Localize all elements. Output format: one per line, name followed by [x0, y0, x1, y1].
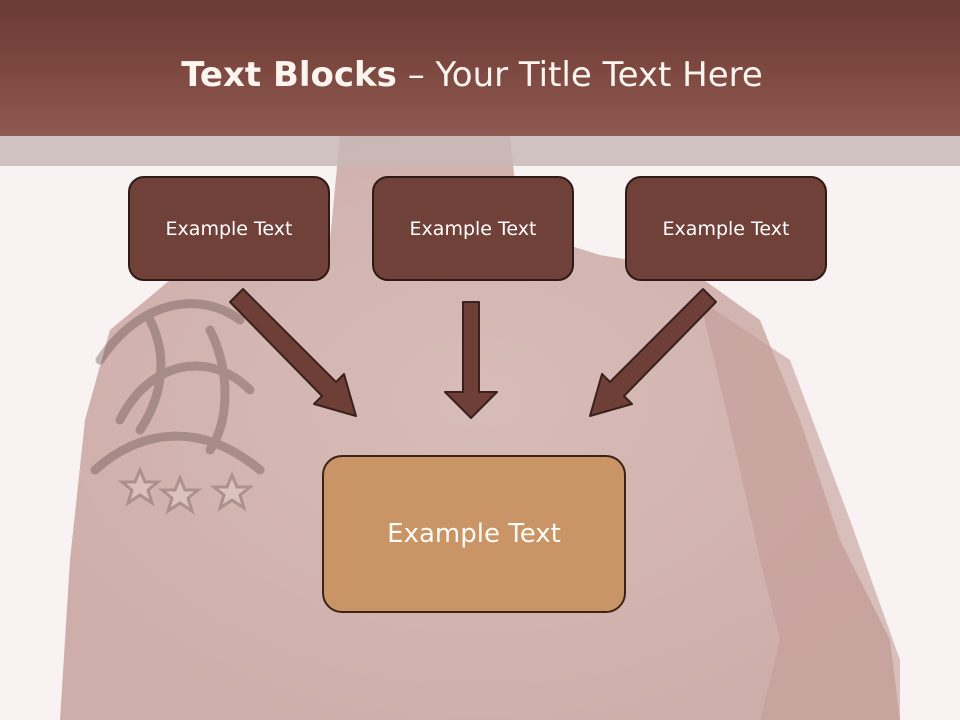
- torso-shape: [60, 136, 900, 720]
- tattoo-shape: [90, 299, 265, 475]
- tattoo-stars: [117, 466, 255, 515]
- text-box-2[interactable]: Example Text: [372, 176, 574, 281]
- title-regular-part: Your Title Text Here: [435, 55, 763, 95]
- title-dash: –: [396, 55, 436, 95]
- title-stripe: [0, 136, 960, 166]
- text-box-1-label: Example Text: [165, 217, 293, 240]
- text-box-3[interactable]: Example Text: [625, 176, 827, 281]
- arrow-down-icon: [444, 301, 498, 419]
- arrow-down-right-icon: [229, 288, 357, 417]
- title-bar: [0, 0, 960, 136]
- text-box-1[interactable]: Example Text: [128, 176, 330, 281]
- text-box-2-label: Example Text: [409, 217, 537, 240]
- arrow-down-left-icon: [589, 288, 717, 417]
- main-text-box-label: Example Text: [387, 519, 561, 549]
- right-arm-shape: [700, 300, 900, 720]
- title-bold-part: Text Blocks: [181, 55, 397, 95]
- text-box-3-label: Example Text: [662, 217, 790, 240]
- slide-title: Text Blocks – Your Title Text Here: [0, 52, 944, 98]
- main-text-box[interactable]: Example Text: [322, 455, 626, 613]
